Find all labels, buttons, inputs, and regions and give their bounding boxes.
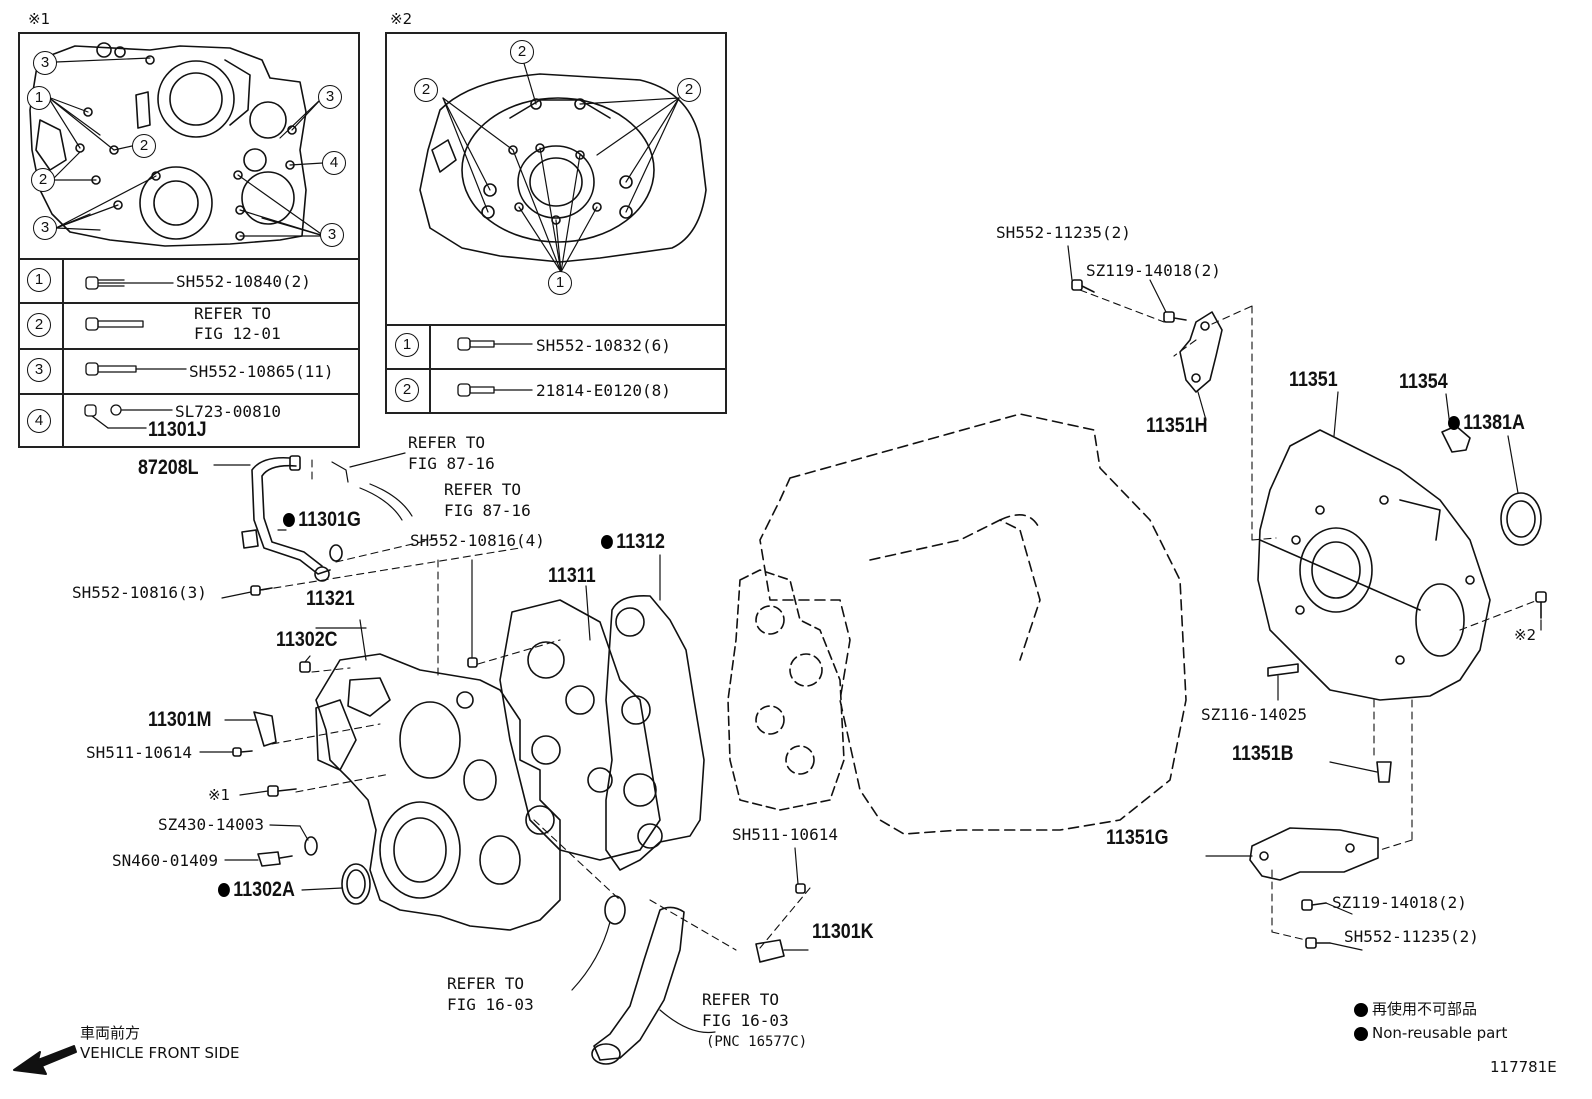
- mark-1: ※1: [208, 786, 231, 804]
- refer-fig-87-16: FIG 87-16: [444, 501, 531, 520]
- inset2-housing-drawing: [419, 73, 707, 263]
- inset1-row-refer: FIG 12-01: [194, 324, 281, 343]
- part-11351H: 11351H: [1146, 414, 1208, 437]
- bracket-11351g-drawing: [1249, 827, 1379, 949]
- mark-2: ※2: [1514, 626, 1537, 644]
- refer-fig-87-16: REFER TO: [408, 433, 486, 452]
- inset1-row-part2: 11301J: [148, 418, 207, 441]
- water-inlet-drawing: [591, 906, 685, 1065]
- refer-fig-87-16: FIG 87-16: [408, 454, 495, 473]
- inset1-callout-2: 2: [132, 134, 156, 158]
- inset1-row-num: 1: [27, 268, 51, 292]
- part-11301G: 11301G: [283, 508, 361, 532]
- bolt-sh511-10614: SH511-10614: [86, 743, 192, 762]
- bolt-sh552-11235: SH552-11235(2): [996, 223, 1131, 242]
- inset2-panel: [385, 32, 727, 414]
- part-11312: 11312: [601, 530, 665, 554]
- figure-id: 117781E: [1490, 1058, 1557, 1076]
- non-reusable-dot: [601, 535, 613, 550]
- part-11381A: 11381A: [1448, 411, 1525, 435]
- legend-en: Non-reusable part: [1354, 1024, 1507, 1042]
- inset1-callout-3: 3: [33, 216, 57, 240]
- inset1-row-num: 2: [27, 313, 51, 337]
- engine-front-face-drawing: [727, 569, 845, 811]
- inset1-row-part: SL723-00810: [175, 402, 281, 421]
- non-reusable-dot: [1354, 1026, 1368, 1041]
- flywheel-housing-drawing: [1257, 429, 1491, 701]
- legend-jp: 再使用不可部品: [1354, 1000, 1477, 1018]
- water-pipe-drawing: [241, 455, 343, 582]
- part-11354: 11354: [1399, 370, 1448, 393]
- bolt-sh552-10816-3: SH552-10816(3): [72, 583, 207, 602]
- plug-sn460-01409: SN460-01409: [112, 851, 218, 870]
- inset1-row-part: SH552-10840(2): [176, 272, 311, 291]
- plate-11311-drawing: [499, 599, 661, 861]
- inset2-row-num: 1: [395, 333, 419, 357]
- bolt-sh552-11235: SH552-11235(2): [1344, 927, 1479, 946]
- stud-sz116-14025: SZ116-14025: [1201, 705, 1307, 724]
- refer-fig-16-03: FIG 16-03: [447, 995, 534, 1014]
- inset1-callout-2: 2: [31, 168, 55, 192]
- refer-fig-16-03-pnc: REFER TO: [702, 990, 780, 1009]
- bolt-sz119-14018: SZ119-14018(2): [1086, 261, 1221, 280]
- inset1-row-num: 3: [27, 358, 51, 382]
- refer-fig-87-16: REFER TO: [444, 480, 522, 499]
- part-11302C: 11302C: [276, 628, 338, 651]
- non-reusable-dot: [1354, 1002, 1368, 1017]
- bolt-sz119-14018: SZ119-14018(2): [1332, 893, 1467, 912]
- inset2-row-num: 2: [395, 378, 419, 402]
- front-side-en: VEHICLE FRONT SIDE: [80, 1044, 240, 1062]
- inset2-mark: ※2: [390, 10, 413, 28]
- refer-fig-16-03-pnc: FIG 16-03: [702, 1011, 789, 1030]
- inset2-callout-2: 2: [677, 78, 701, 102]
- part-11321: 11321: [306, 587, 355, 610]
- engine-block-drawing: [759, 413, 1187, 835]
- part-11351G: 11351G: [1106, 826, 1169, 849]
- part-11351: 11351: [1289, 368, 1338, 391]
- timing-case-drawing: [315, 653, 561, 931]
- part-11351B: 11351B: [1232, 742, 1294, 765]
- inset2-callout-2: 2: [414, 78, 438, 102]
- front-side-jp: 車両前方: [80, 1024, 141, 1042]
- inset2-callout-2: 2: [510, 40, 534, 64]
- inset1-callout-4: 4: [322, 151, 346, 175]
- inset1-callout-1: 1: [27, 86, 51, 110]
- part-11301M: 11301M: [148, 708, 212, 731]
- inset1-callout-3: 3: [320, 223, 344, 247]
- inset2-row-part: 21814-E0120(8): [536, 381, 671, 400]
- inset2-callout-1: 1: [548, 271, 572, 295]
- inset1-row-part: SH552-10865(11): [189, 362, 334, 381]
- refer-pnc: (PNC 16577C): [706, 1034, 808, 1050]
- inset2-row-part: SH552-10832(6): [536, 336, 671, 355]
- part-11301K: 11301K: [812, 920, 874, 943]
- washer-sz430-14003: SZ430-14003: [158, 815, 264, 834]
- inset1-callout-3: 3: [33, 51, 57, 75]
- refer-fig-16-03: REFER TO: [447, 974, 525, 993]
- part-11311: 11311: [548, 564, 596, 587]
- non-reusable-dot: [218, 883, 230, 898]
- bolt-sh511-10614: SH511-10614: [732, 825, 838, 844]
- bolt-sh552-10816-4: SH552-10816(4): [410, 531, 545, 550]
- inset1-panel: [18, 32, 360, 448]
- front-arrow: [13, 1045, 77, 1075]
- non-reusable-dot: [283, 513, 295, 528]
- inset1-row-refer: REFER TO: [194, 304, 272, 323]
- part-11302A: 11302A: [218, 878, 295, 902]
- gasket-11312-drawing: [605, 594, 705, 871]
- part-87208L: 87208L: [138, 456, 199, 479]
- inset1-callout-3: 3: [318, 85, 342, 109]
- non-reusable-dot: [1448, 416, 1460, 431]
- bracket-11351h-drawing: [1179, 311, 1223, 393]
- inset1-mark: ※1: [28, 10, 51, 28]
- inset1-row-num: 4: [27, 409, 51, 433]
